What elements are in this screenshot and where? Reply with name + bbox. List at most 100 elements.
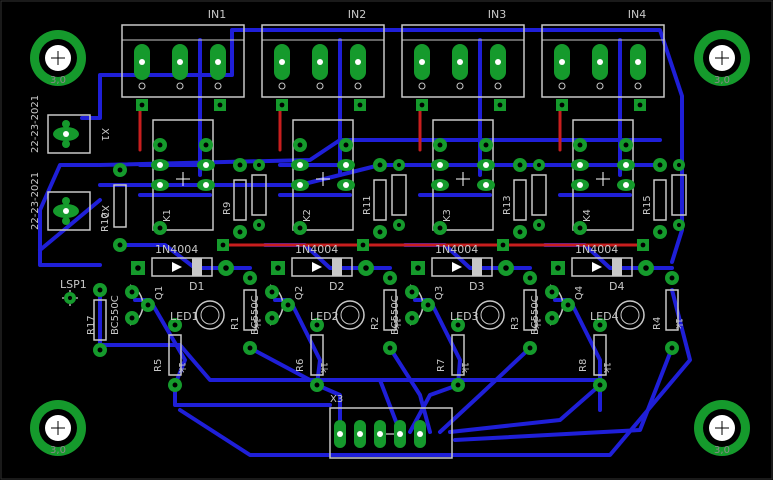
transistor-3-pad-c-drill [425,302,431,308]
resistor-mid-3-value: 1k [531,318,541,330]
resistor-mid-4-pad-b-drill [669,345,675,351]
relay-3-pad-8-drill [500,242,506,248]
resistor-bottom-3-label: R7 [436,359,447,372]
diode-4-pad-a-drill [555,265,561,271]
bottom-trace-1 [38,163,102,267]
relay-3-outline [432,119,494,231]
diode-1-body [151,257,213,277]
lsp1-pad-drill [67,295,73,301]
relay-3-pad-4-drill [483,182,489,188]
resistor-top-4-pad-b-drill [657,229,663,235]
resistor-top-1-cap-pad-a-drill [256,162,262,168]
resistor-mid-3-pad-b-drill [527,345,533,351]
input-2-label: IN2 [348,8,366,21]
input-4-pad-0-drill [559,59,565,65]
led-2-outline [335,300,365,330]
relay-4-pad-8-drill [640,242,646,248]
relay-3-pad-7-drill [437,225,443,231]
relay-2-outline [292,119,354,231]
resistor-top-2-pad-a-drill [377,162,383,168]
input-2-link-pad-a-drill [279,102,285,108]
r10-pad-a-drill [117,167,123,173]
transistor-4-part: BC550C [530,295,541,335]
relay-1-pad-5-drill [157,142,163,148]
hole-br-label: 3,0 [714,445,730,456]
relay-2-pad-5-drill [297,142,303,148]
input-4-pin-mark-2 [634,82,642,90]
resistor-mid-3-body [523,289,537,331]
resistor-mid-4-value: 1k [673,318,683,330]
diode-3-body [431,257,493,277]
resistor-bottom-2-label: R6 [295,359,306,372]
transistor-3-name: Q3 [434,286,445,300]
relay-3-pad-5-drill [437,142,443,148]
transistor-2-pad-c-drill [285,302,291,308]
relay-2-pad-7-drill [297,225,303,231]
input-4-outline [541,24,665,98]
connector-x2-pad-a-drill [63,208,69,214]
relay-2-pad-6-drill [343,142,349,148]
resistor-mid-4-body [665,289,679,331]
input-2-pad-2-drill [355,59,361,65]
relay-4-pad-4-drill [623,182,629,188]
resistor-top-2-pad-b-drill [377,229,383,235]
transistor-3-pad-b-drill [409,315,415,321]
led-1-label: LED1 [170,310,199,323]
diode-3-name: D3 [469,280,484,293]
transistor-1-pad-b-drill [129,315,135,321]
relay-4-pad-5-drill [577,142,583,148]
resistor-top-1-cap-pad-b-drill [256,222,262,228]
relay-3-pad-1-drill [437,162,443,168]
transistor-1-part: BC550C [110,295,121,335]
resistor-bottom-4-body [593,334,607,376]
resistor-mid-4-pad-a-drill [669,275,675,281]
transistor-1-pad-a-drill [129,289,135,295]
input-1-pin-mark-2 [214,82,222,90]
transistor-4-pad-b-drill [549,315,555,321]
relay-4-pad-6-drill [623,142,629,148]
input-4-pad-2-drill [635,59,641,65]
diode-4-symbol [592,262,602,272]
resistor-bottom-1-body [168,334,182,376]
relay-1-pad-7-drill [157,225,163,231]
transistor-4-name: Q4 [574,286,585,300]
relay-3-label: K3 [442,209,453,222]
input-2-pad-0-drill [279,59,285,65]
relay-1-pad-1-drill [157,162,163,168]
r17-body [93,299,107,341]
input-3-pin-mark-1 [456,82,464,90]
r10-label: R10 [100,212,111,232]
resistor-mid-2-pad-a-drill [387,275,393,281]
relay-1-pad-3-drill [157,182,163,188]
diode-2-name: D2 [329,280,344,293]
transistor-1-pad-c-drill [145,302,151,308]
input-4-pin-mark-0 [558,82,566,90]
diode-3-symbol [452,262,462,272]
relay-2-pad-2-drill [343,162,349,168]
resistor-mid-4-label: R4 [652,317,663,330]
resistor-mid-2-pad-b-drill [387,345,393,351]
input-2-pin-mark-1 [316,82,324,90]
input-2-pin-mark-0 [278,82,286,90]
led-2-inner [340,305,360,325]
connector-x2-pad-c [62,217,70,225]
resistor-bottom-4-pad-b-drill [597,382,603,388]
led-1-inner [200,305,220,325]
relay-1-pad-8-drill [220,242,226,248]
input-4-label: IN4 [628,8,646,21]
resistor-mid-1-body [243,289,257,331]
resistor-top-1-cap-body [251,174,267,216]
relay-3-pad-2-drill [483,162,489,168]
resistor-bottom-3-pad-a-drill [455,322,461,328]
relay-1-pad-6-drill [203,142,209,148]
relay-4-pad-7-drill [577,225,583,231]
x3-pad-2-drill [377,431,383,437]
input-4-pad-1-drill [597,59,603,65]
resistor-mid-2-label: R2 [370,317,381,330]
relay-2-label: K2 [302,209,313,222]
resistor-mid-1-pad-b-drill [247,345,253,351]
diode-1-part: 1N4004 [155,243,198,256]
diode-3-pad-b-drill [503,265,509,271]
connector-x2-pad-b [62,197,70,205]
